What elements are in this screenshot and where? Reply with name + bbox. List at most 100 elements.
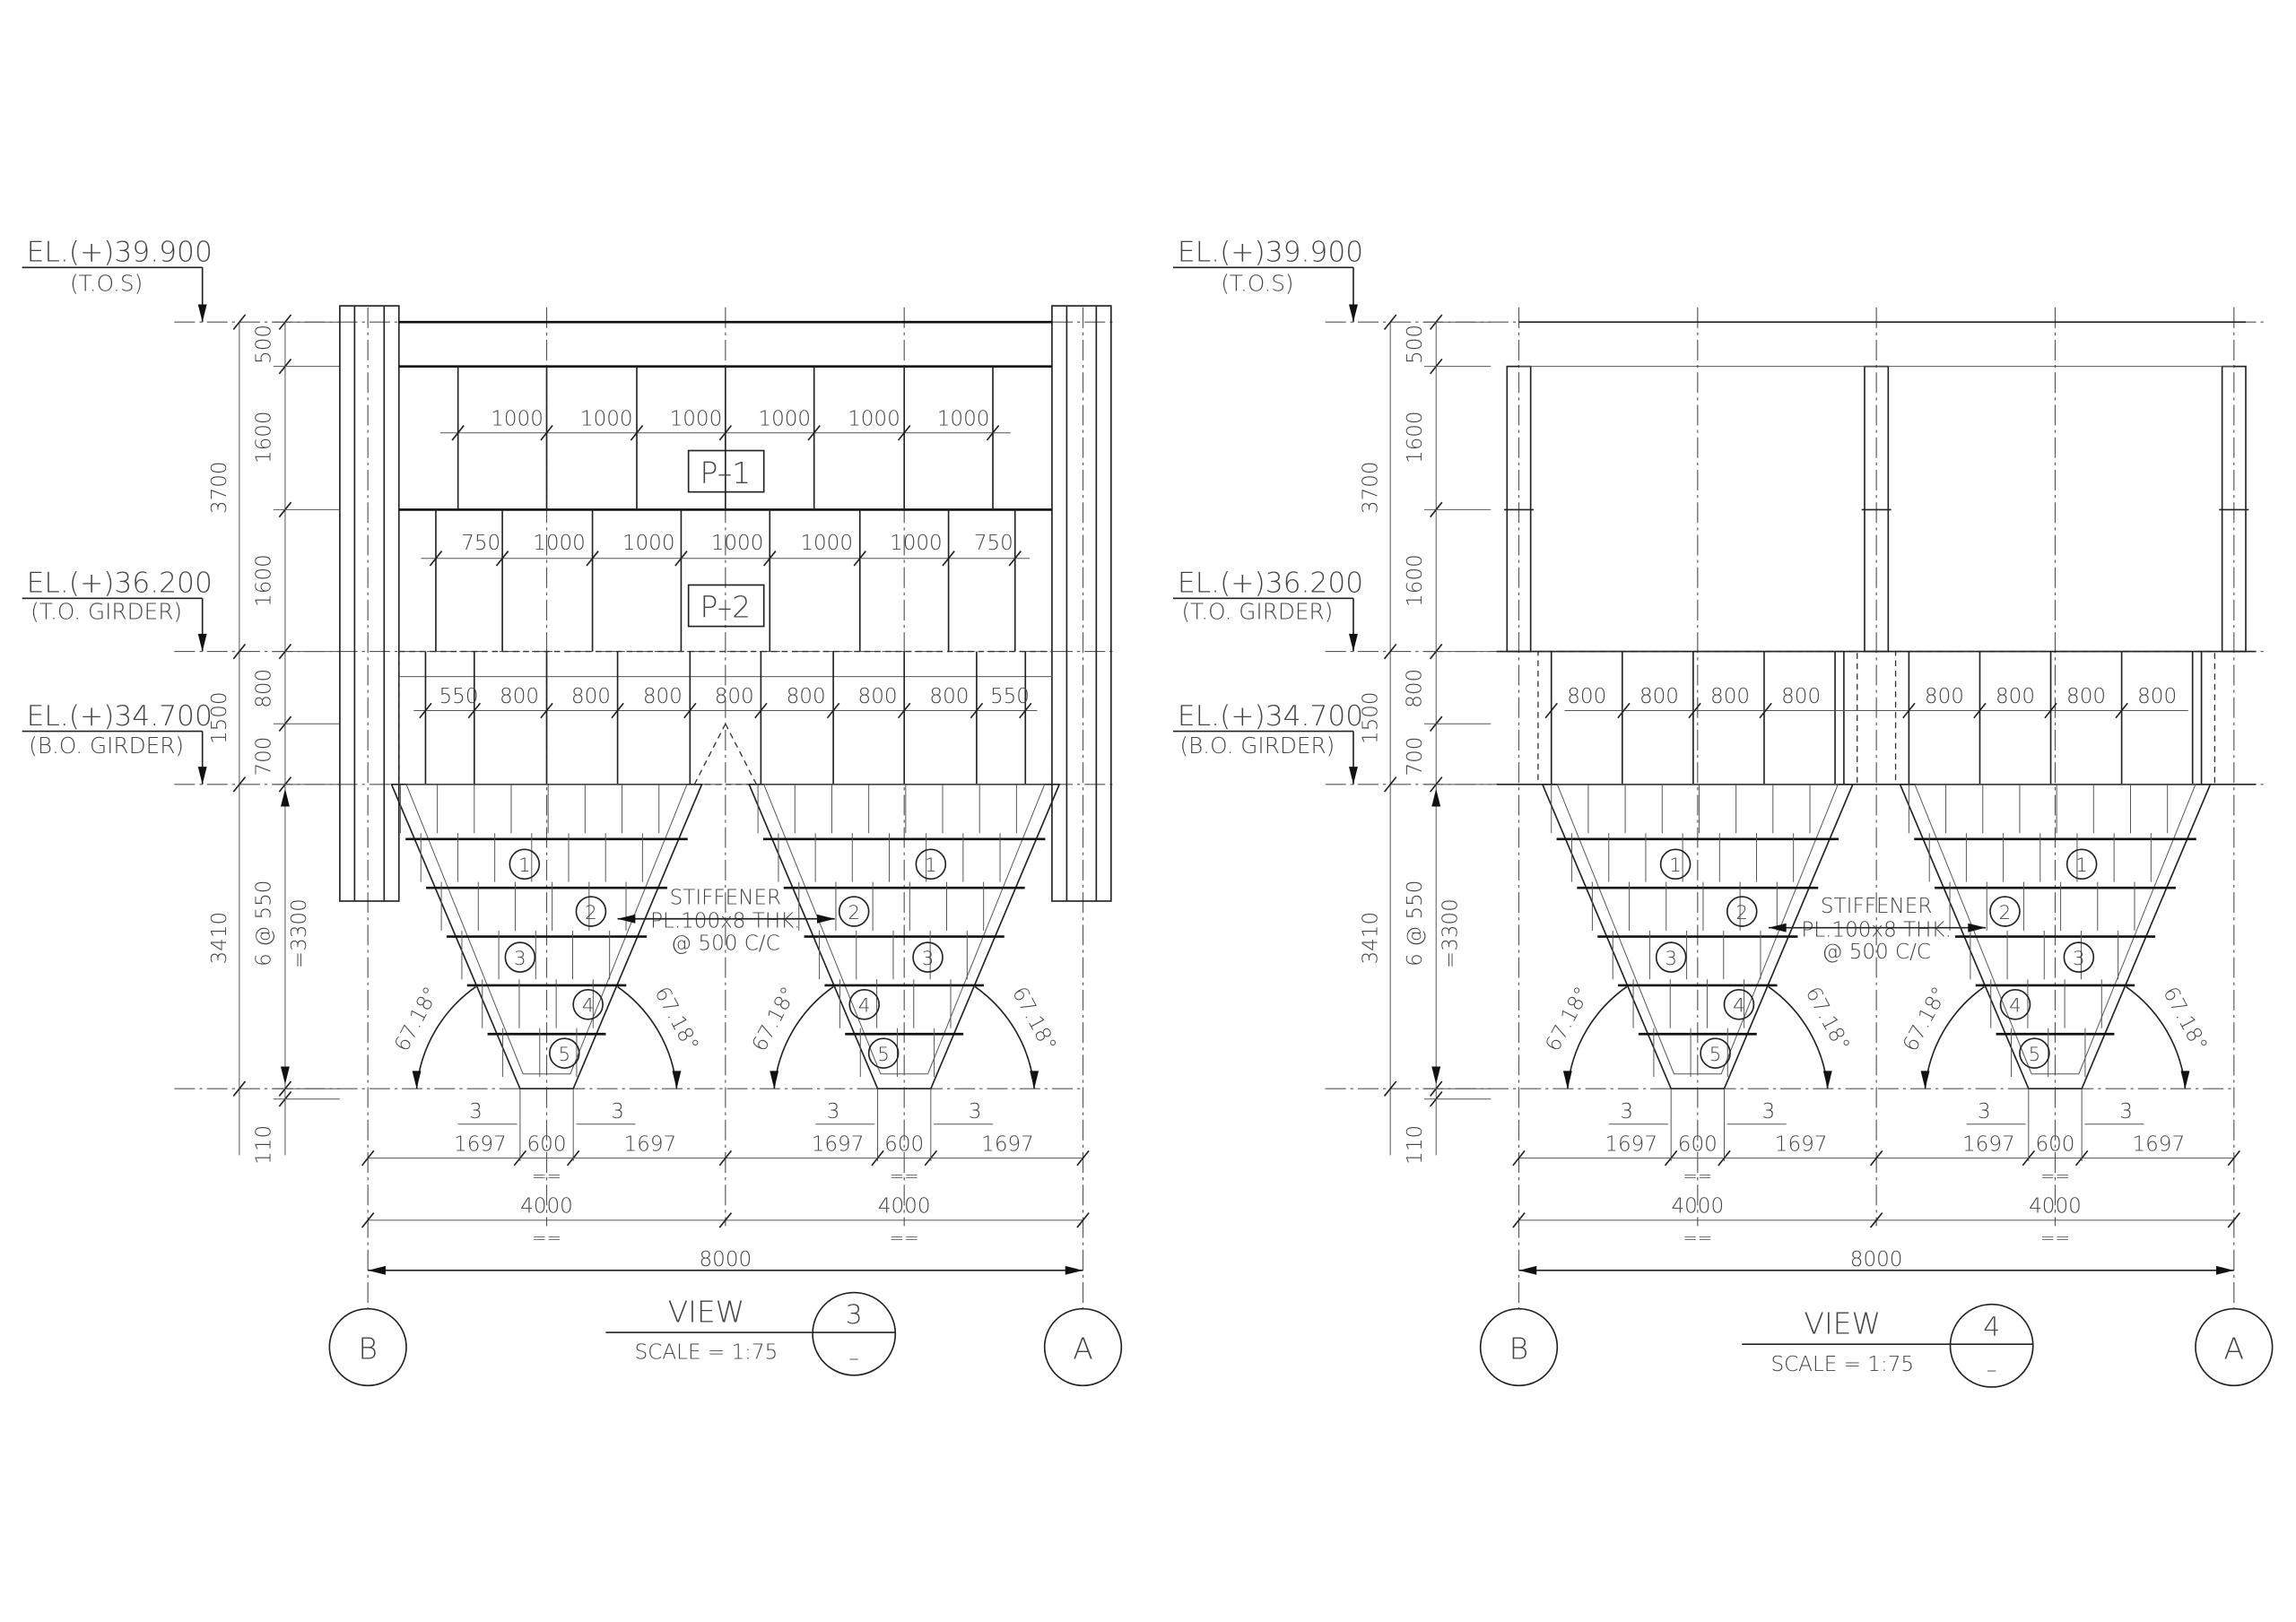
dim-tick [1617, 702, 1631, 719]
vertical-dimension: 110 [1404, 1125, 1427, 1165]
dim-tick [2044, 702, 2057, 719]
panel-width-dimension: 1000 [622, 532, 675, 555]
ring-number-circle [2063, 941, 2095, 973]
ring-number: 4 [2009, 995, 2022, 1018]
ring-number-circle [1989, 896, 2021, 927]
slope-ratio: 3 [2119, 1100, 2133, 1123]
ring-number: 3 [1665, 948, 1677, 970]
dim-tick [232, 1080, 247, 1097]
ring-number: 2 [1735, 902, 1748, 924]
ring-number: 5 [558, 1044, 570, 1066]
dim-tick [429, 551, 443, 567]
arrow-icon [197, 633, 207, 652]
girder-dimension: 800 [1925, 685, 1964, 708]
view-number: 4 [1983, 1310, 2000, 1341]
arrow-icon [1030, 1071, 1039, 1089]
dimension-text: 600 [527, 1132, 567, 1156]
stiffener-note: STIFFENER [670, 886, 781, 909]
arrow-icon [1920, 1071, 1930, 1089]
panel-width-dimension: 1000 [711, 532, 764, 555]
ring-number-circle [838, 896, 870, 927]
vertical-dimension: 110 [252, 1125, 275, 1165]
girder-dimension: 800 [1639, 685, 1679, 708]
arrow-icon [1518, 1265, 1537, 1275]
girder-dimension: 800 [2066, 685, 2106, 708]
dim-tick [495, 551, 509, 567]
ring-number-circle [2019, 1037, 2050, 1069]
vertical-dimension: 500 [1404, 325, 1427, 364]
ring-number-circle [1655, 941, 1687, 973]
dimension-text: 1697 [1775, 1132, 1828, 1156]
view-scale: SCALE = 1:75 [1770, 1353, 1914, 1376]
dim-tick [1512, 1212, 1526, 1228]
girder-dimension: 800 [929, 685, 969, 708]
vertical-dimension: 3410 [1359, 912, 1382, 965]
ring-number: 1 [925, 854, 937, 877]
girder-dimension: 800 [858, 685, 898, 708]
girder-dimension: 550 [990, 685, 1030, 708]
slope-ratio: 3 [1762, 1100, 1776, 1123]
vertical-dimension: 700 [1404, 737, 1427, 776]
angle-dimension: 67.18° [390, 983, 443, 1055]
arrow-icon [2216, 1265, 2234, 1275]
dim-tick [1383, 643, 1397, 660]
panel-width-dimension: 1000 [533, 532, 586, 555]
girder-dimension: 800 [1781, 685, 1821, 708]
ring-number-circle [867, 1037, 900, 1069]
ring-number: 4 [858, 995, 871, 1018]
ring-number: 5 [1709, 1044, 1722, 1066]
elevation-label: EL.(+)34.700 [27, 700, 213, 733]
dim-tick [1512, 1149, 1526, 1167]
panel-width-dimension: 1000 [670, 408, 723, 431]
view-sheet-ref: – [1987, 1358, 1997, 1382]
arrow-icon [2180, 1071, 2190, 1089]
girder-dimension: 800 [643, 685, 683, 708]
ring-number-circle [912, 941, 944, 973]
panel-width-dimension: 1000 [890, 532, 943, 555]
dimension-text: 4000 [2029, 1195, 2082, 1219]
elevation-note: (B.O. GIRDER) [29, 733, 184, 759]
dim-tick [897, 702, 911, 719]
panel-width-dimension: 1000 [758, 408, 811, 431]
dim-tick [683, 702, 697, 719]
dim-tick [970, 702, 984, 719]
view-number-bubble [1949, 1303, 2034, 1388]
dim-tick [2115, 702, 2128, 719]
dim-tick [611, 702, 624, 719]
view-sheet-ref: – [848, 1347, 859, 1370]
vertical-dimension: 500 [252, 325, 275, 364]
ring-number-circle [509, 848, 541, 880]
equal-mark: == [890, 1227, 919, 1248]
panel-width-dimension: 1000 [800, 532, 853, 555]
dim-tick [232, 314, 247, 330]
girder-dimension: 800 [1710, 685, 1750, 708]
dim-tick [942, 551, 955, 567]
girder-dimension: 800 [571, 685, 611, 708]
dimension-text: 600 [2035, 1132, 2074, 1156]
panel-width-dimension: 750 [461, 532, 500, 555]
dimension-text: 1697 [2132, 1132, 2185, 1156]
dimension-text: 1697 [812, 1132, 865, 1156]
equal-mark: == [2040, 1227, 2070, 1248]
angle-dimension: 67.18° [649, 983, 702, 1055]
dim-tick [2227, 1149, 2241, 1167]
stiffener-note: STIFFENER [1821, 895, 1932, 918]
angle-dimension: 67.18° [1899, 983, 1952, 1055]
equal-mark: == [890, 1166, 919, 1186]
hopper-inner [1556, 784, 1839, 1075]
dimension-text: 4000 [878, 1195, 931, 1219]
dim-tick [718, 425, 733, 441]
ring-number: 2 [585, 902, 597, 924]
girder-dimension: 800 [787, 685, 826, 708]
arrow-icon [1431, 1066, 1441, 1085]
stiffener-note: PL.100x8 THK. [1801, 919, 1952, 942]
angle-dimension: 67.18° [1801, 983, 1854, 1055]
arrow-icon [1562, 1071, 1572, 1089]
arrow-icon [1768, 923, 1787, 932]
dim-tick [1383, 1080, 1397, 1097]
dimension-text: 1697 [981, 1132, 1034, 1156]
girder-dimension: 800 [2137, 685, 2177, 708]
vertical-dimension: 1600 [252, 411, 275, 464]
hopper-peak [693, 724, 726, 785]
